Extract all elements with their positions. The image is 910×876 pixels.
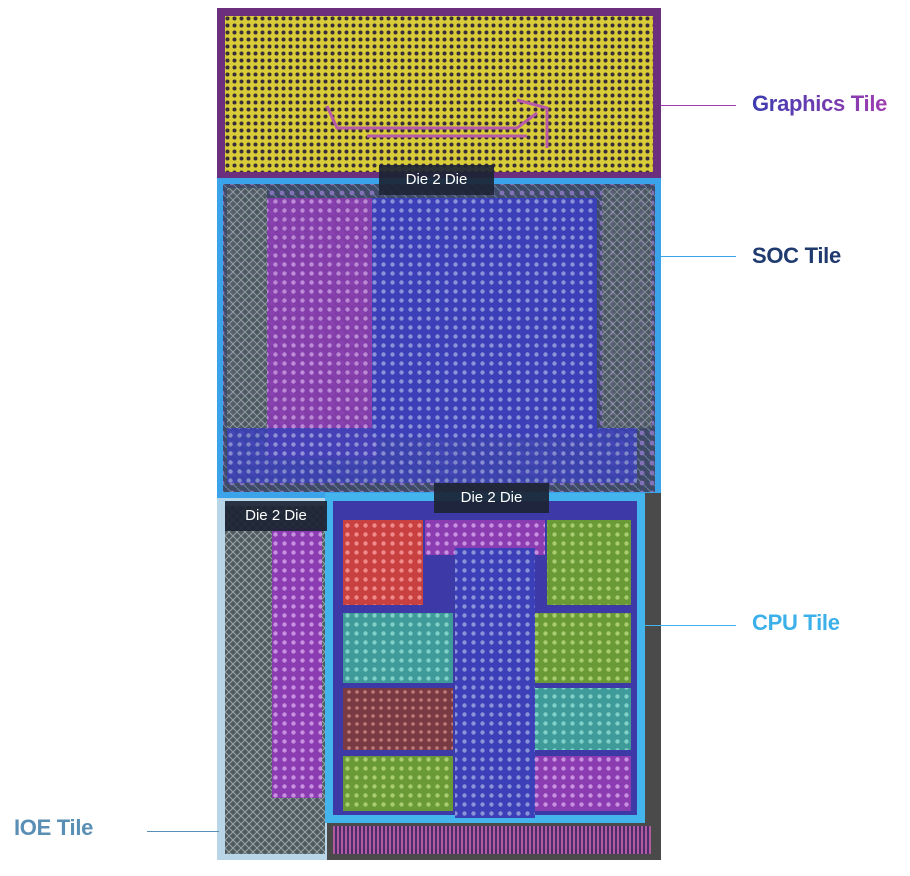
cpu-center-blue bbox=[455, 548, 535, 818]
cpu-core-green-right bbox=[535, 613, 631, 683]
soc-tile-purple-block bbox=[267, 198, 377, 458]
soc-leader-line bbox=[661, 256, 736, 257]
soc-tile-left-strip bbox=[227, 188, 267, 428]
graphics-tile-label: Graphics Tile bbox=[752, 91, 888, 116]
chip-die-shot bbox=[217, 8, 661, 860]
soc-tile-blue-block bbox=[372, 198, 597, 438]
ioe-leader-line bbox=[147, 831, 219, 832]
cpu-core-brown bbox=[343, 688, 453, 750]
die2die-label-soc: Die 2 Die bbox=[379, 165, 494, 195]
cpu-tile-label: CPU Tile bbox=[752, 610, 840, 635]
cpu-core-teal-right bbox=[535, 688, 631, 750]
die2die-label-ioe: Die 2 Die bbox=[225, 501, 327, 531]
ioe-tile-purple-column bbox=[272, 528, 322, 798]
die2die-label-cpu: Die 2 Die bbox=[434, 483, 549, 513]
cpu-core-teal-left bbox=[343, 613, 453, 683]
ioe-tile-label: IOE Tile bbox=[14, 815, 94, 840]
package-io-strip bbox=[333, 826, 651, 854]
cpu-core-green-top bbox=[547, 520, 631, 605]
soc-tile-bottom-band bbox=[227, 428, 637, 483]
cpu-core-green-left bbox=[343, 756, 453, 811]
cpu-core-purple-right bbox=[535, 756, 631, 811]
cpu-core-red bbox=[343, 520, 423, 605]
soc-tile-label: SOC Tile bbox=[752, 243, 841, 268]
die-shot-graphic bbox=[217, 8, 661, 860]
soc-tile-right-strip bbox=[602, 188, 652, 428]
graphics-tile-core bbox=[225, 16, 653, 172]
graphics-leader-line bbox=[661, 105, 736, 106]
cpu-leader-line bbox=[641, 625, 736, 626]
graphics-tile-wiring bbox=[325, 98, 549, 148]
